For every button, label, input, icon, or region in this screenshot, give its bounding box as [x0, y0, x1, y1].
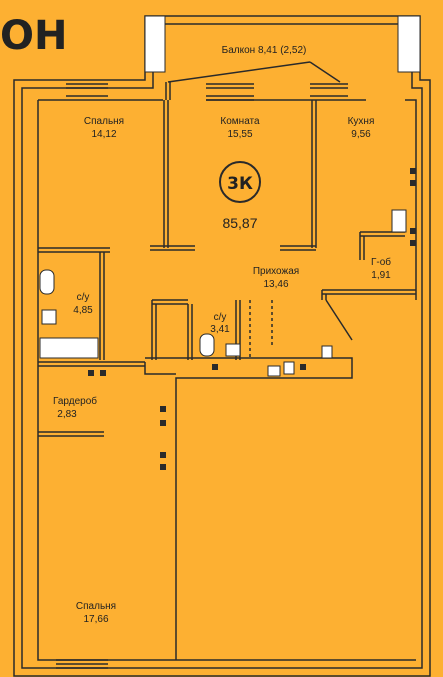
room-area-bathroom-2: 3,41	[210, 324, 230, 335]
room-name-bathroom-2: с/у	[214, 312, 227, 323]
badge-label: 3К	[227, 174, 253, 194]
room-area-bedroom-1: 14,12	[91, 129, 116, 140]
toilet-icon	[39, 269, 55, 295]
room-name-kitchen: Кухня	[348, 116, 375, 127]
room-area-room: 15,55	[227, 129, 252, 140]
page-heading: ОН	[0, 13, 68, 59]
room-area-bathroom-1: 4,85	[73, 305, 93, 316]
total-area: 85,87	[222, 215, 257, 231]
room-name-bedroom-1: Спальня	[84, 116, 124, 127]
radiators	[88, 168, 416, 470]
sink-icon	[225, 343, 241, 357]
room-area-kitchen: 9,56	[351, 129, 371, 140]
room-name-hallway: Прихожая	[253, 266, 299, 277]
sink-icon	[41, 309, 57, 325]
stove-icon	[391, 209, 407, 233]
toilet-icon	[199, 333, 215, 357]
room-name-bedroom-2: Спальня	[76, 601, 116, 612]
room-name-storage: Г-об	[371, 256, 391, 268]
walls	[13, 15, 431, 677]
room-area-bedroom-2: 17,66	[83, 614, 108, 625]
badge-ring	[219, 161, 261, 203]
room-name-balcony: Балкон 8,41 (2,52)	[222, 45, 307, 56]
bathtub-icon	[39, 337, 99, 359]
room-name-bathroom-1: с/у	[77, 292, 90, 303]
room-name-wardrobe: Гардероб	[53, 395, 97, 407]
room-area-hallway: 13,46	[263, 279, 288, 290]
room-area-wardrobe: 2,83	[57, 409, 77, 420]
fixtures	[39, 15, 421, 377]
room-name-room: Комната	[220, 116, 260, 127]
room-area-storage: 1,91	[371, 270, 391, 281]
